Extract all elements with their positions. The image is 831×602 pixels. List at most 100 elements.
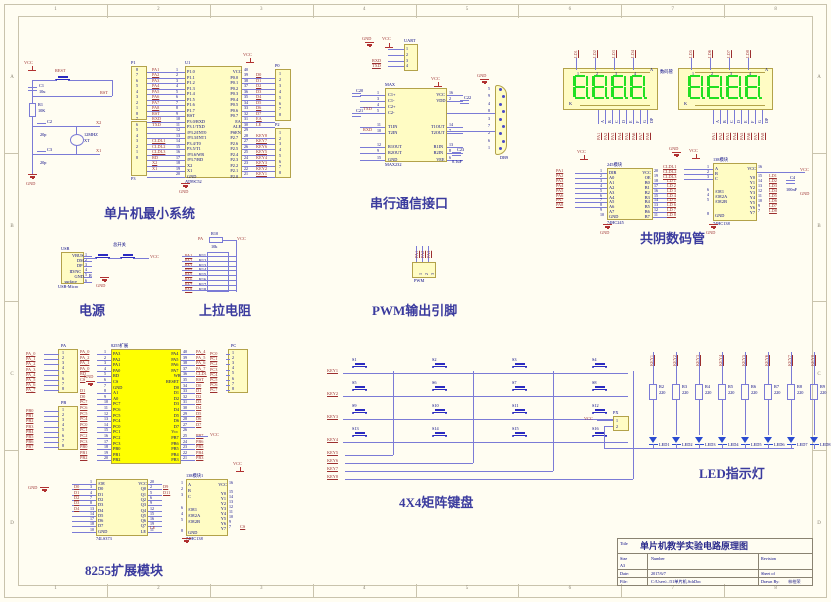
c8255-net-left-4: RD: [80, 371, 86, 377]
decimal-point: [702, 96, 705, 100]
latch-net-left-4: D3: [74, 500, 80, 506]
seg7-r-topnet-1: LD6: [707, 50, 712, 58]
caption-mcu: 单片机最小系统: [104, 206, 196, 221]
connector-pc[interactable]: [228, 349, 248, 393]
connector-uart[interactable]: [404, 44, 418, 71]
led-botwire-4: [745, 444, 746, 449]
chip-74hc138-seg[interactable]: [713, 163, 757, 221]
c8255-net-right-15: PB7: [196, 433, 203, 438]
segment-g: [575, 85, 586, 89]
c8255-wire-left-18: [97, 454, 111, 456]
d138-pin-right-7: Y6: [749, 205, 756, 210]
p2-pinnum-0: 1: [279, 130, 281, 135]
max232-part: MAX232: [385, 162, 402, 167]
keypad-sw-wire-13: [423, 442, 468, 443]
keypad-sw-wire-5: [423, 396, 468, 397]
u1-pinnum-right-7: 33: [244, 105, 248, 110]
max-wire-left-8: [360, 160, 385, 161]
chip-max232[interactable]: [385, 88, 447, 162]
connector-p0[interactable]: [275, 69, 291, 121]
max-wire-left-4: [360, 127, 385, 128]
u1-net-left-7: PA8: [152, 105, 160, 110]
u1-pin-right-19: P2.0: [230, 173, 239, 179]
pa-wire-4: [44, 374, 59, 376]
u1-wire-left-12: [147, 138, 185, 139]
latch-net-right-2: D11: [163, 489, 171, 495]
c8255-pin-left-18: PB1: [113, 451, 121, 457]
c8255-net-right-7: D1: [196, 388, 202, 394]
c8255-pin-left-7: A1: [113, 390, 119, 396]
c8255-wire-left-14: [97, 432, 111, 434]
pullup-res-6: R17: [199, 282, 206, 287]
latch-num-left-3: 7: [90, 494, 92, 500]
seg7-botnet-1-0: PA1: [711, 132, 716, 140]
seg7-botwire-1-6: [755, 110, 756, 124]
chip-74hc245[interactable]: [607, 168, 653, 220]
chip-u1-part: AT89C52: [185, 179, 202, 184]
keypad-switch-label-S15: S15: [512, 426, 519, 431]
d138-pin-left-0: A: [715, 166, 719, 171]
keypad-switch-label-S9: S9: [352, 403, 357, 408]
chip-8255[interactable]: [111, 349, 181, 464]
connector-p2[interactable]: [275, 128, 291, 178]
led-midwire-7: [814, 400, 815, 435]
c8255-num-left-12: 13: [104, 416, 108, 422]
c8255-net-right-5: RST: [196, 377, 204, 382]
connector-pwm[interactable]: [412, 262, 436, 278]
px-pin-1: 1: [616, 418, 618, 423]
title-block-divider-1: [647, 554, 648, 570]
max-pin-left-6: R1OUT: [388, 144, 402, 149]
connector-px[interactable]: [613, 416, 629, 431]
max-wire-left-5: [360, 133, 385, 134]
connector-usb[interactable]: [61, 252, 84, 284]
p0-pinnum-2: 3: [279, 82, 281, 88]
c8255-wire-right-1: [181, 359, 195, 361]
db9-num-8: 1: [488, 145, 490, 151]
caption-8255: 8255扩展模块: [85, 563, 164, 578]
seg7-l-topnet-0: LD1: [573, 50, 578, 58]
c8255-num-left-1: 2: [104, 354, 106, 360]
c8255-pin-left-0: PA3: [113, 351, 121, 356]
ruler-tick-b-1: [106, 584, 108, 598]
c8255-net-left-17: PB0: [80, 444, 88, 450]
net-label-vcc: VCC: [24, 60, 33, 65]
u1-pin-left-0: P1.0: [187, 69, 195, 74]
connector-p1[interactable]: [131, 66, 147, 120]
c8255-num-right-3: 37: [183, 365, 187, 371]
segment-a: [690, 74, 701, 77]
uart-wire-0: [388, 49, 404, 50]
c8255-pin-right-10: D4: [173, 407, 180, 412]
b245-num-left-5: 6: [600, 192, 602, 198]
max-pin-left-3: C2-: [388, 110, 395, 115]
gnd-label: GND: [26, 181, 36, 186]
chip-74hc138-bottom[interactable]: [186, 479, 228, 536]
c8255-pin-right-14: Vcc: [171, 429, 179, 435]
c8255-wire-right-17: [181, 449, 195, 451]
b245-pin-left-9: GND: [609, 214, 619, 220]
keypad-sw-wire-7: [583, 396, 628, 397]
pb-num-7: 8: [62, 442, 64, 448]
d138-net-right-3: LD3: [769, 183, 777, 188]
pa-net-0: PA_0: [26, 351, 36, 356]
usb-part: USB-Micro: [58, 284, 79, 289]
connector-p3[interactable]: [131, 121, 147, 176]
segment-b: [585, 76, 588, 87]
u1-net-left-8: RST: [152, 110, 160, 116]
chip-u1-designator: U1: [185, 60, 191, 65]
connector-pa[interactable]: [58, 349, 78, 393]
u1-pin-right-16: P2.3: [230, 157, 239, 162]
latch-net-right-1: D9: [163, 484, 169, 490]
display-left-cathode: K: [569, 101, 573, 106]
latch-num-left-4: 8: [90, 500, 92, 506]
connector-db9[interactable]: [495, 85, 507, 155]
u1-wire-right-3: [242, 88, 275, 90]
drawn-by-label: Drawn By:: [761, 579, 780, 584]
b245-num-right-1: 19: [654, 172, 658, 178]
chip-74ls373[interactable]: [96, 479, 148, 536]
pullup-wire-l-7: [182, 289, 207, 291]
c8255-wire-right-18: [181, 454, 195, 456]
connector-pb[interactable]: [58, 406, 78, 450]
decoder2-vcc-symbol: [236, 467, 244, 473]
d138-net-left-0: CLDL1: [663, 164, 677, 169]
chip-u1[interactable]: [185, 66, 242, 178]
